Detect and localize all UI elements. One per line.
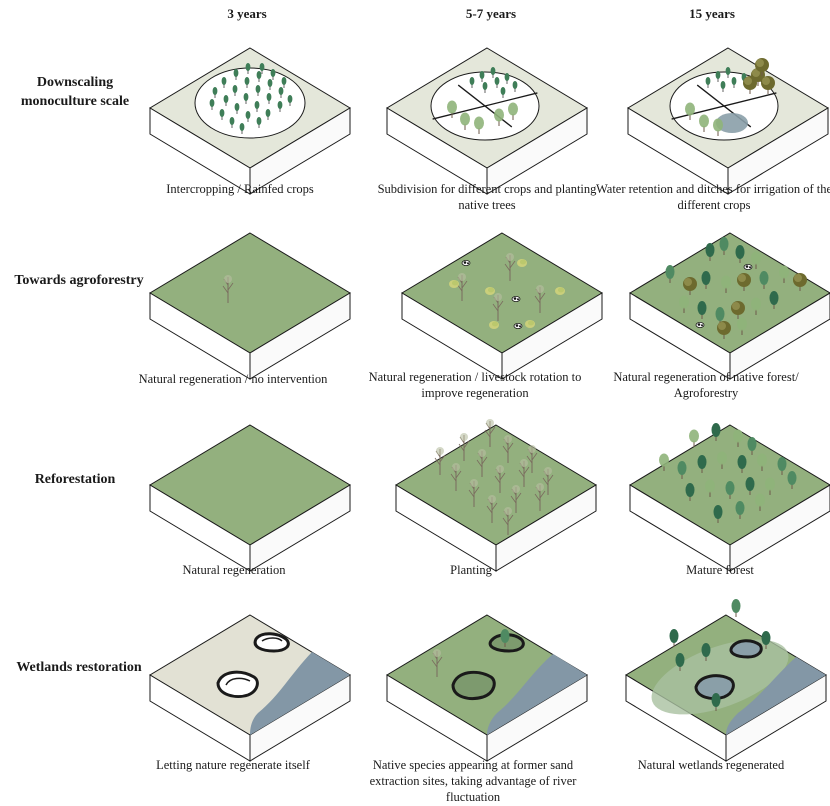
diagram-r3-c3 (629, 422, 830, 572)
caption-r2-c1: Natural regeneration / no intervention (138, 372, 328, 386)
column-header-15-years: 15 years (689, 6, 735, 21)
caption-r1-c3: Water retention and ditches for irrigati… (595, 182, 830, 212)
caption-r3-c3: Mature forest (686, 563, 754, 577)
row-label-agroforestry: Towards agroforestry (14, 273, 144, 288)
diagram-r2-c1 (149, 232, 351, 380)
diagram-r4-c2 (386, 614, 588, 762)
diagram-r3-c1 (149, 424, 351, 572)
diagram-r4-c3 (625, 598, 827, 762)
diagram-r4-c1 (149, 614, 351, 762)
caption-r1-c2: Subdivision for different crops and plan… (377, 182, 597, 212)
caption-r2-c2: Natural regeneration / livestock rotatio… (368, 370, 582, 400)
caption-r4-c3: Natural wetlands regenerated (637, 758, 785, 772)
caption-r3-c1: Natural regeneration (182, 563, 286, 577)
column-header-3-years: 3 years (227, 6, 267, 21)
row-label-downscaling: Downscaling monoculture scale (20, 75, 130, 109)
caption-r4-c2-text: Native species appearing at former sand … (369, 758, 577, 804)
diagram-r1-c1 (149, 47, 351, 195)
caption-r4-c1: Letting nature regenerate itself (156, 758, 310, 772)
caption-r3-c2: Planting (450, 563, 492, 577)
diagram-r2-c3 (629, 232, 830, 380)
column-header-5-7-years: 5-7 years (465, 6, 517, 21)
caption-r1-c1: Intercropping / Rainfed crops (166, 182, 314, 196)
row-label-reforestation: Reforestation (34, 472, 116, 487)
row-label-wetlands: Wetlands restoration (16, 660, 142, 675)
diagram-r1-c2 (386, 47, 588, 195)
diagram-r1-c3 (627, 47, 829, 195)
caption-r2-c3: Natural regeneration of native forest/ A… (613, 370, 799, 400)
diagram-r2-c2 (401, 232, 603, 380)
diagram-r3-c2 (395, 418, 597, 572)
